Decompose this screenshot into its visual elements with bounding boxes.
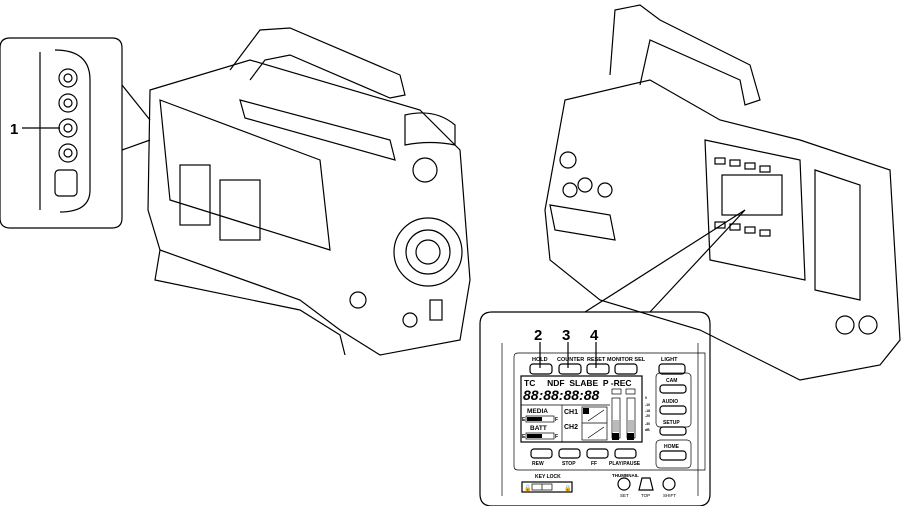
shift-button[interactable] <box>662 477 676 491</box>
monitor-sel-button[interactable] <box>614 363 638 375</box>
scale-10: -10 <box>645 403 650 407</box>
hold-label: HOLD <box>532 357 548 363</box>
scale-18: -18 <box>645 409 650 413</box>
lock-icon: 🔒 <box>564 484 571 492</box>
unlock-icon: 🔓 <box>524 484 531 492</box>
meter-1-label: 1 <box>614 435 617 441</box>
home-button[interactable] <box>659 450 687 461</box>
lcd-timecode: 88:88:88:88 <box>523 387 599 403</box>
hold-button[interactable] <box>529 363 553 375</box>
top-button[interactable] <box>638 477 654 491</box>
light-label: LIGHT <box>661 357 678 363</box>
lcd-status-line: TC NDF SLABE P -REC <box>524 378 632 388</box>
audio-button[interactable] <box>659 405 687 415</box>
play-pause-label: PLAY/PAUSE <box>609 461 641 467</box>
cam-label: CAM <box>666 378 677 384</box>
callout-1: 1 <box>10 121 18 138</box>
media-gauge-e: E <box>522 417 526 423</box>
callout-2: 2 <box>534 327 542 344</box>
home-label: HOME <box>664 444 680 450</box>
media-gauge <box>525 415 555 423</box>
batt-gauge-e: E <box>522 434 526 440</box>
set-label: SET <box>620 493 629 498</box>
camera-right-view <box>544 4 901 381</box>
callout-3: 3 <box>562 327 570 344</box>
setup-button[interactable] <box>659 426 687 436</box>
ch2-label: CH2 <box>564 424 578 431</box>
play-pause-button[interactable] <box>614 448 637 459</box>
rew-label: REW <box>532 461 544 467</box>
reset-label: RESET <box>587 357 606 363</box>
key-lock-switch[interactable] <box>521 481 573 493</box>
top-label: TOP <box>641 493 650 498</box>
scale-30: -30 <box>645 422 650 426</box>
stop-button[interactable] <box>558 448 581 459</box>
callout-4: 4 <box>590 327 599 344</box>
light-button[interactable] <box>658 363 686 375</box>
ff-label: FF <box>591 461 597 467</box>
ch1-label: CH1 <box>564 409 578 416</box>
shift-label: SHIFT <box>663 493 676 498</box>
ch-a-badge: A <box>584 409 588 415</box>
camera-left-view <box>147 27 471 356</box>
meter-2-label: 2 <box>629 435 632 441</box>
counter-button[interactable] <box>558 363 582 375</box>
key-lock-label: KEY LOCK <box>535 474 561 480</box>
connector-inset <box>0 37 151 229</box>
audio-label: AUDIO <box>662 399 678 405</box>
scale-db: dB <box>645 428 650 432</box>
lcd-display: TC NDF SLABE P -REC 88:88:88:88 MEDIA E … <box>520 375 650 443</box>
media-label: MEDIA <box>527 408 548 415</box>
batt-label: BATT <box>530 425 547 432</box>
batt-gauge-f: F <box>555 434 558 440</box>
cam-button[interactable] <box>659 384 687 394</box>
monitor-sel-label: MONITOR SEL <box>607 357 646 363</box>
scale-0: 0 <box>645 396 647 400</box>
counter-label: COUNTER <box>557 357 584 363</box>
reset-button[interactable] <box>586 363 610 375</box>
rew-button[interactable] <box>530 448 553 459</box>
batt-gauge <box>525 432 555 440</box>
ff-button[interactable] <box>586 448 609 459</box>
set-button[interactable] <box>617 477 631 491</box>
setup-label: SETUP <box>663 420 680 426</box>
media-gauge-f: F <box>555 417 558 423</box>
scale-20: -20 <box>645 414 650 418</box>
stop-label: STOP <box>562 461 576 467</box>
thumbnail-label: THUMBNAIL <box>612 473 639 478</box>
